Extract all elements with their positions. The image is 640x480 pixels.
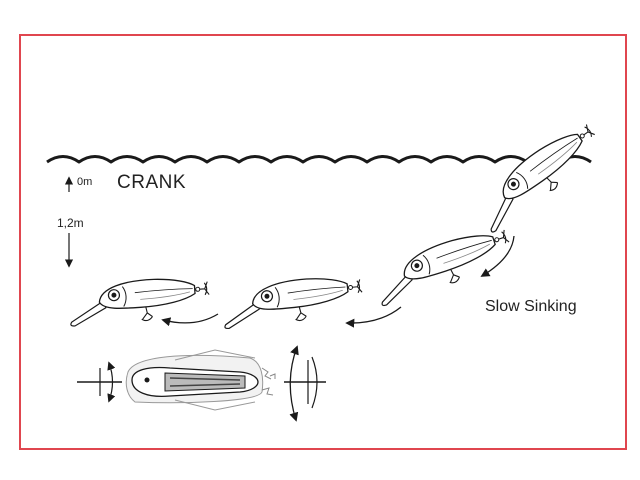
motion-arrow-1 [480,235,515,277]
wobble-arrow-head [107,361,116,403]
motion-arrow-3 [161,313,219,327]
lure-surface [468,118,608,234]
depth-surface-label: 0m [77,176,93,188]
diagram-frame [19,34,627,450]
action-label: Slow Sinking [485,298,577,315]
water-surface-line [46,155,592,164]
depth-max-label: 1,2m [57,216,84,230]
wobble-arrow-tail-left [289,345,299,422]
lure-deep [67,274,212,327]
lure-top-view [125,349,276,411]
lure-mid [220,272,366,330]
lure-descending [369,223,517,307]
motion-arrow-2 [345,306,402,328]
wobble-arrow-tail-right [311,356,318,409]
diagram-title: CRANK [117,172,187,193]
